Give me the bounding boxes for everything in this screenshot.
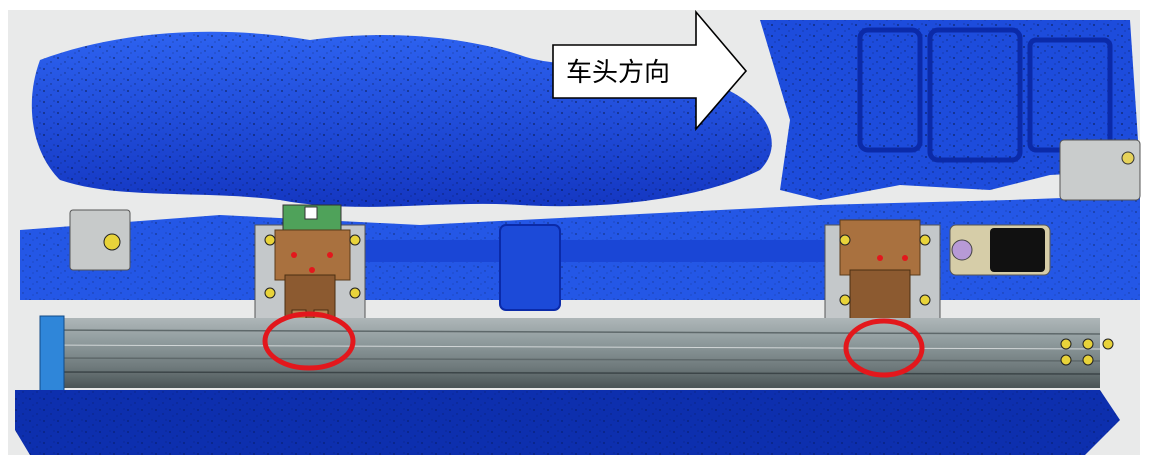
bolt-icon [103, 233, 121, 251]
right-mount-plate [1059, 139, 1141, 201]
lower-body-speckle [15, 390, 1120, 455]
main-rail-beam [39, 315, 1114, 395]
center-bracket [499, 224, 561, 311]
right-upper-speckle [760, 20, 1140, 200]
direction-label: 车头方向 [566, 58, 671, 88]
bolt-icon [1121, 151, 1135, 165]
frame-outline-2 [927, 27, 1023, 163]
direction-arrow-icon [552, 9, 748, 132]
right-clamp-assembly [824, 219, 941, 361]
highlight-ellipse-left [262, 311, 356, 371]
motor-unit [949, 224, 1051, 276]
frame-outline-1 [857, 27, 923, 153]
highlight-ellipse-right [843, 318, 925, 378]
cross-rail [340, 240, 840, 262]
left-mount-plate [69, 209, 131, 271]
